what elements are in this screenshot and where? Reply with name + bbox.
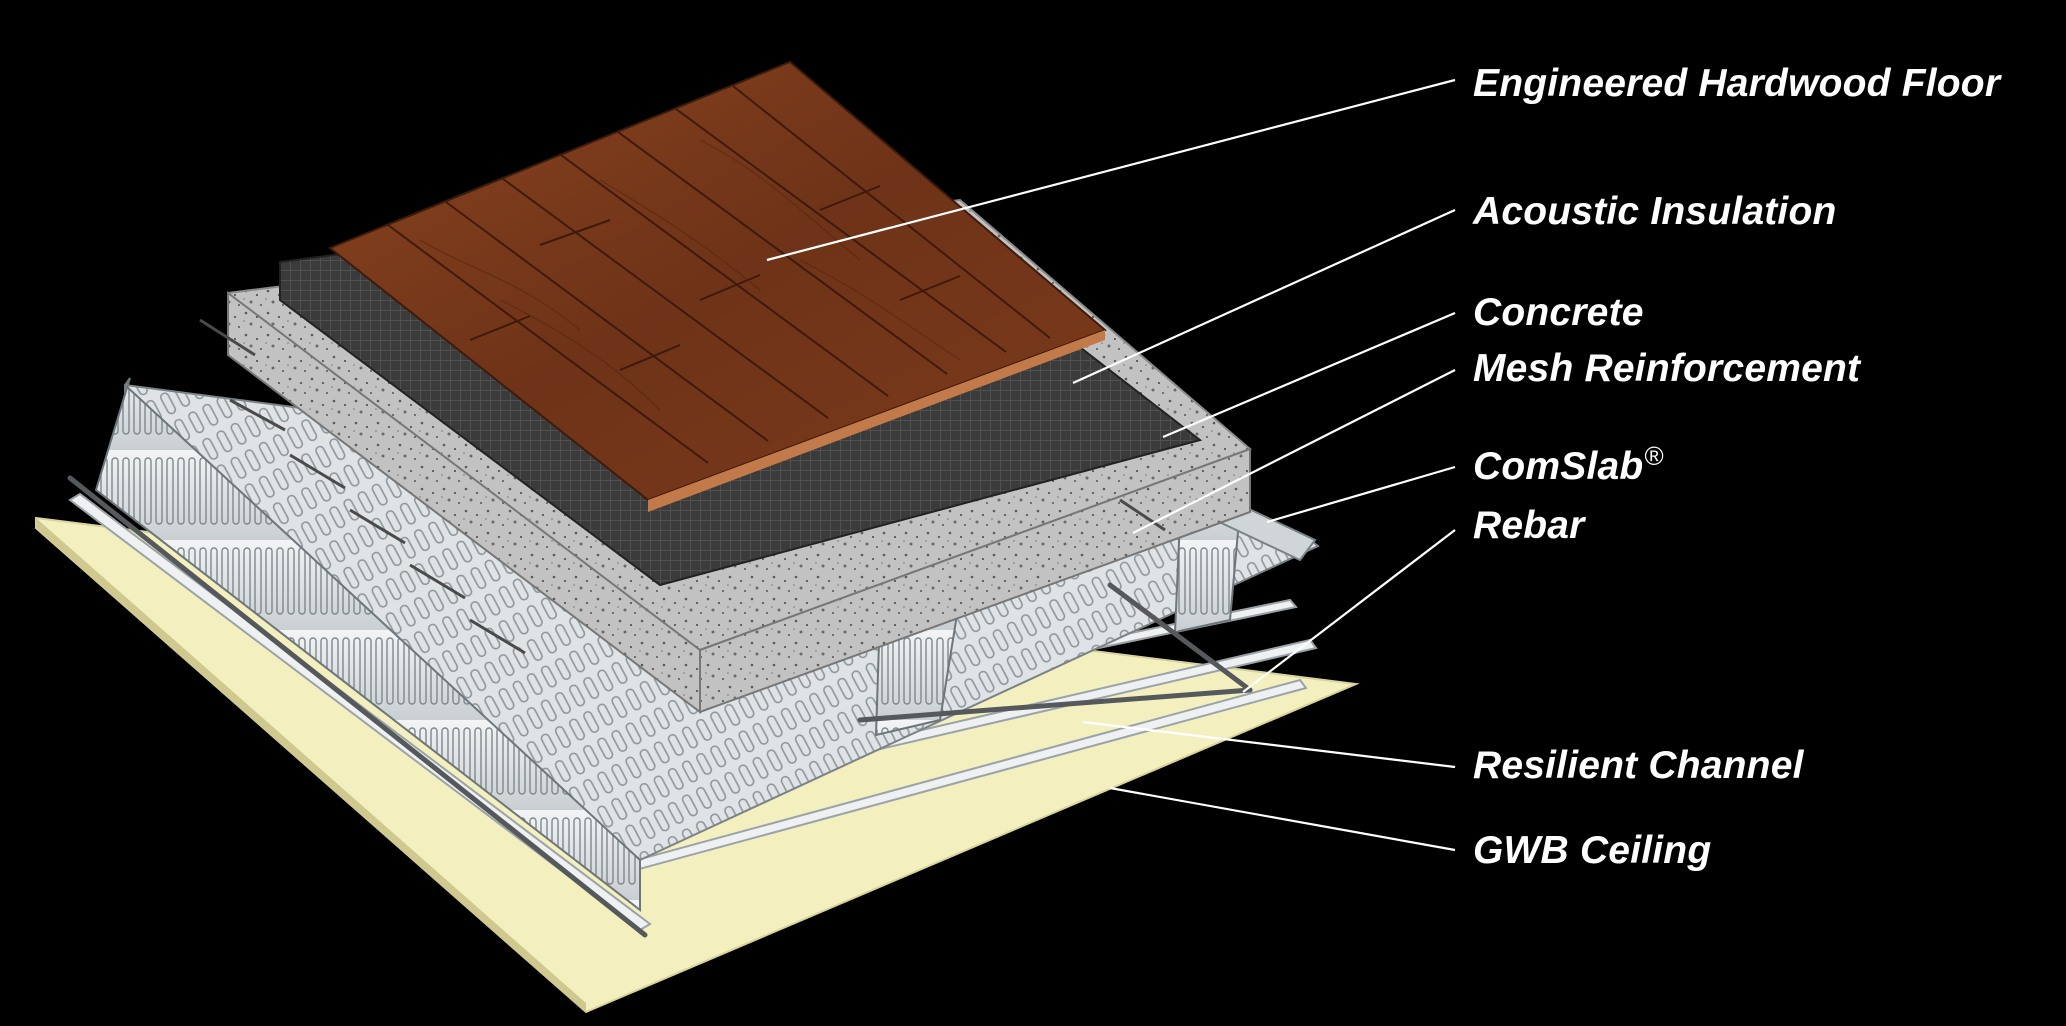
label-concrete: Concrete	[1473, 291, 1644, 334]
leader-line-channel	[1082, 720, 1456, 769]
leader-line-acoustic	[1072, 208, 1456, 385]
leader-line-concrete	[1162, 311, 1456, 439]
label-gwb-ceiling: GWB Ceiling	[1473, 829, 1712, 872]
label-engineered-hardwood-floor: Engineered Hardwood Floor	[1473, 62, 2001, 105]
gwb-ceiling-edge	[36, 518, 586, 1013]
leader-line-ceiling	[1109, 786, 1456, 852]
leader-line-floor	[766, 78, 1456, 262]
comslab-deck-wall-left	[94, 377, 641, 913]
label-resilient-channel: Resilient Channel	[1473, 744, 1804, 787]
leader-lines	[766, 78, 1456, 852]
label-rebar: Rebar	[1473, 504, 1585, 547]
rebar-rods	[67, 475, 1253, 938]
label-acoustic-insulation: Acoustic Insulation	[1473, 190, 1837, 233]
mesh-reinforcement-wires	[199, 318, 1166, 655]
leader-line-comslab	[1266, 465, 1456, 524]
leader-line-mesh	[1132, 369, 1456, 534]
registered-mark: ®	[1644, 441, 1664, 471]
label-mesh-reinforcement: Mesh Reinforcement	[1473, 347, 1861, 390]
label-comslab-text: ComSlab	[1473, 445, 1644, 488]
leader-line-rebar	[1242, 529, 1456, 693]
label-comslab: ComSlab®	[1473, 443, 1664, 488]
concrete-slab-front	[699, 447, 1251, 714]
hardwood-floor-planks	[387, 85, 1051, 464]
hardwood-floor-edge	[648, 330, 1105, 512]
